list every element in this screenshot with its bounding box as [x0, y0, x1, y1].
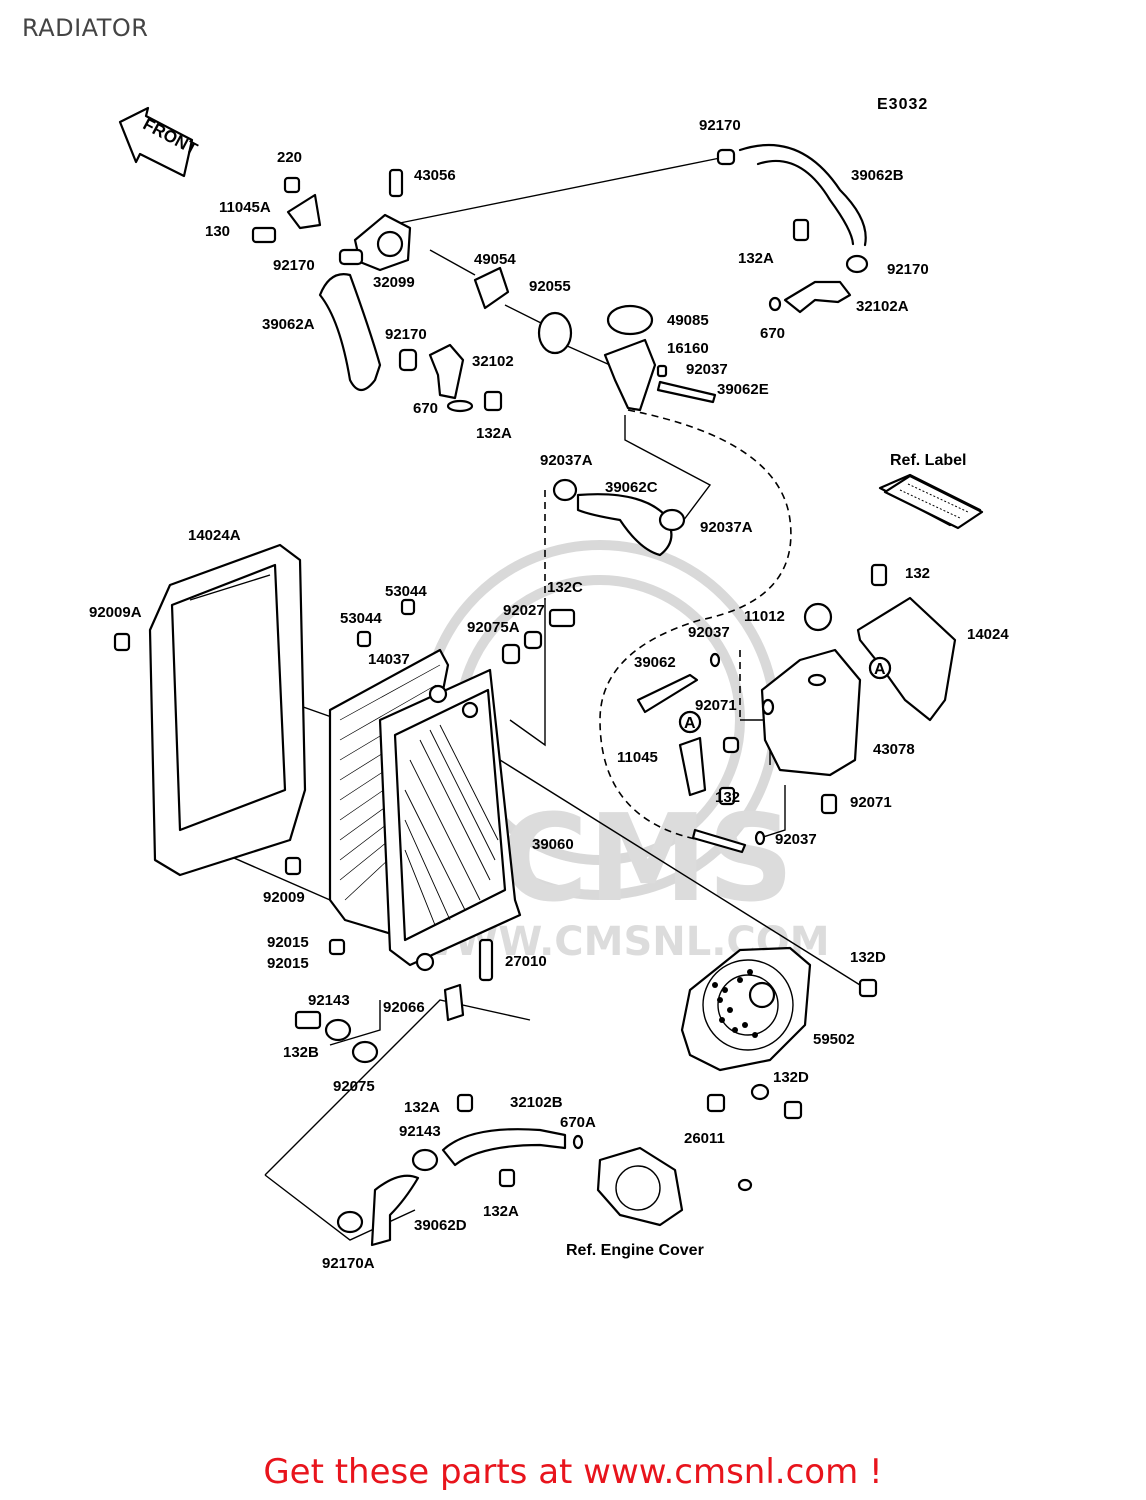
part-label-32102[interactable]: 32102 [472, 353, 514, 370]
part-label-32102b[interactable]: 32102B [510, 1094, 563, 1111]
part-label-132a[interactable]: 132A [483, 1203, 519, 1220]
part-label-53044[interactable]: 53044 [385, 583, 427, 600]
fan-assembly-59502[interactable] [680, 946, 812, 1072]
part-label-92037[interactable]: 92037 [688, 624, 730, 641]
part-label-11045a[interactable]: 11045A [219, 199, 271, 216]
part-label-14037[interactable]: 14037 [368, 651, 410, 668]
engine-cover-reference [596, 1146, 684, 1227]
part-label-92037[interactable]: 92037 [686, 361, 728, 378]
radiator-shroud-14024A[interactable] [148, 543, 307, 877]
ref-label-shape [883, 474, 984, 530]
watermark-logo-text: CMS [500, 790, 794, 929]
part-label-92037a[interactable]: 92037A [700, 519, 753, 536]
part-label-32102a[interactable]: 32102A [856, 298, 909, 315]
part-label-132[interactable]: 132 [905, 565, 930, 582]
part-label-92066[interactable]: 92066 [383, 999, 425, 1016]
page-title: RADIATOR [22, 14, 149, 42]
part-label-132d[interactable]: 132D [773, 1069, 809, 1086]
part-label-43056[interactable]: 43056 [414, 167, 456, 184]
routing-lines [544, 409, 792, 841]
part-label-39062d[interactable]: 39062D [414, 1217, 467, 1234]
part-label-92170[interactable]: 92170 [273, 257, 315, 274]
part-label-670a[interactable]: 670A [560, 1114, 596, 1131]
part-label-670[interactable]: 670 [760, 325, 785, 342]
part-label-92170[interactable]: 92170 [887, 261, 929, 278]
part-label-39062e[interactable]: 39062E [717, 381, 769, 398]
part-label-92170[interactable]: 92170 [699, 117, 741, 134]
part-label-220[interactable]: 220 [277, 149, 302, 166]
part-label-130[interactable]: 130 [205, 223, 230, 240]
svg-text:A: A [684, 715, 696, 732]
footer-cta[interactable]: Get these parts at www.cmsnl.com ! [263, 1452, 883, 1492]
part-label-11045[interactable]: 11045 [617, 749, 658, 766]
svg-text:A: A [874, 661, 886, 678]
part-label-39062c[interactable]: 39062C [605, 479, 658, 496]
part-label-49085[interactable]: 49085 [667, 312, 709, 329]
part-label-92071[interactable]: 92071 [695, 697, 737, 714]
part-label-92170a[interactable]: 92170A [322, 1255, 375, 1272]
part-label-132a[interactable]: 132A [404, 1099, 440, 1116]
part-label-49054[interactable]: 49054 [474, 251, 516, 268]
part-label-92009a[interactable]: 92009A [89, 604, 142, 621]
part-label-11012[interactable]: 11012 [744, 608, 785, 625]
part-label-59502[interactable]: 59502 [813, 1031, 855, 1048]
part-label-132d[interactable]: 132D [850, 949, 886, 966]
ref-marker-a-1: A [868, 656, 892, 680]
ref-label-text: Ref. Label [890, 452, 966, 469]
part-label-16160[interactable]: 16160 [667, 340, 709, 357]
part-label-92037a[interactable]: 92037A [540, 452, 593, 469]
part-label-132b[interactable]: 132B [283, 1044, 319, 1061]
part-label-92170[interactable]: 92170 [385, 326, 427, 343]
ref-marker-a-2: A [678, 710, 702, 734]
radiator-core-39060[interactable] [378, 668, 522, 972]
part-label-132c[interactable]: 132C [547, 579, 583, 596]
part-label-92143[interactable]: 92143 [308, 992, 350, 1009]
part-label-14024a[interactable]: 14024A [188, 527, 241, 544]
part-label-92015[interactable]: 92015 [267, 955, 309, 972]
part-label-14024[interactable]: 14024 [967, 626, 1009, 643]
part-label-92037[interactable]: 92037 [775, 831, 817, 848]
part-label-670[interactable]: 670 [413, 400, 438, 417]
part-label-39060[interactable]: 39060 [532, 836, 574, 853]
part-label-39062b[interactable]: 39062B [851, 167, 904, 184]
part-labels: 22011045A130430569217039062B320994905492… [89, 117, 1009, 1272]
part-label-92143[interactable]: 92143 [399, 1123, 441, 1140]
part-label-92015[interactable]: 92015 [267, 934, 309, 951]
part-label-27010[interactable]: 27010 [505, 953, 547, 970]
part-label-132a[interactable]: 132A [476, 425, 512, 442]
part-label-92075[interactable]: 92075 [333, 1078, 375, 1095]
ref-engine-cover-text: Ref. Engine Cover [566, 1242, 704, 1259]
part-label-92055[interactable]: 92055 [529, 278, 571, 295]
part-label-26011[interactable]: 26011 [684, 1130, 725, 1147]
part-label-92027[interactable]: 92027 [503, 602, 545, 619]
part-label-92075a[interactable]: 92075A [467, 619, 520, 636]
thermostat-housing-32099[interactable] [338, 213, 412, 272]
part-label-132[interactable]: 132 [715, 789, 740, 806]
front-arrow-icon: FRONT [118, 106, 201, 178]
diagram-code: E3032 [877, 96, 928, 113]
part-label-92009[interactable]: 92009 [263, 889, 305, 906]
part-label-92071[interactable]: 92071 [850, 794, 892, 811]
part-label-132a[interactable]: 132A [738, 250, 774, 267]
part-label-53044[interactable]: 53044 [340, 610, 382, 627]
part-label-43078[interactable]: 43078 [873, 741, 915, 758]
part-label-32099[interactable]: 32099 [373, 274, 415, 291]
part-label-39062[interactable]: 39062 [634, 654, 676, 671]
part-label-39062a[interactable]: 39062A [262, 316, 315, 333]
